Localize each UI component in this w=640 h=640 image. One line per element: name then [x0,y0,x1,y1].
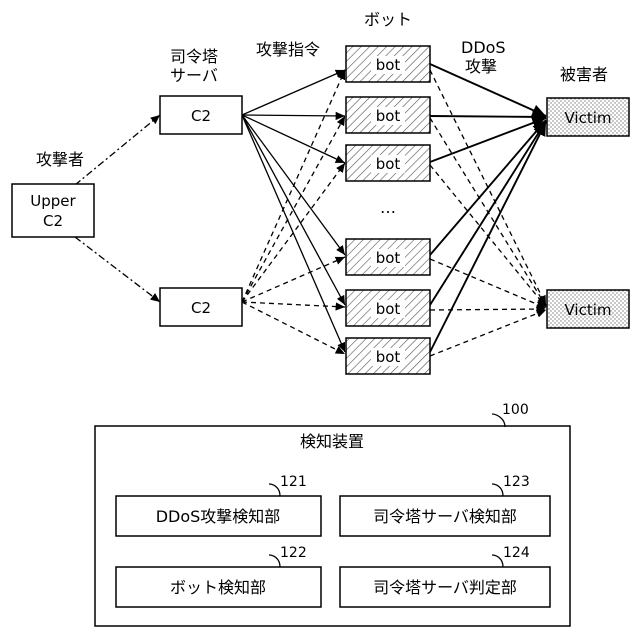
edge-upper-to-c2-bottom [75,237,160,302]
bot-label: bot [376,155,401,173]
edge-bot4-victim2 [430,259,546,308]
c2-server-heading-line2: サーバ [170,66,218,85]
bot-node: bot [346,46,430,82]
victim-heading: 被害者 [560,65,608,84]
detection-device: 検知装置 100 DDoS攻撃検知部 121 司令塔サーバ検知部 123 ボット… [95,402,570,626]
bot-label: bot [376,348,401,366]
edges [75,64,546,356]
victim-label: Victim [564,301,611,319]
c2-label: C2 [191,107,211,125]
bot-node: bot [346,338,430,374]
bot-detector-label: ボット検知部 [170,578,266,597]
ddos-attack-detector-ref: 121 [280,474,307,490]
edge-c2a-bot1 [242,70,345,115]
edge-c2b-bot4 [242,257,345,302]
c2-server-detector-label: 司令塔サーバ検知部 [373,507,517,526]
bot-label: bot [376,300,401,318]
c2-server-judgment-label: 司令塔サーバ判定部 [373,578,517,597]
victim-node-top: Victim [547,98,629,136]
c2-server-heading-line1: 司令塔 [170,47,218,66]
detection-device-title: 検知装置 [300,432,364,451]
edge-bot2-victim1 [430,116,546,117]
bot-node: bot [346,290,430,326]
bot-node: bot [346,239,430,275]
c2-label: C2 [191,299,211,317]
bot-node: bot [346,97,430,133]
ddos-heading-line1: DDoS [461,38,506,57]
edge-c2b-bot6 [242,302,345,354]
ddos-attack-detector-label: DDoS攻撃検知部 [156,507,281,526]
c2-node-top: C2 [160,96,242,134]
edge-c2a-bot3 [242,115,345,163]
c2-server-judgment-ref: 124 [503,545,530,561]
edge-c2b-bot5 [242,302,345,307]
c2-node-bottom: C2 [160,288,242,326]
edge-bot5-victim2 [430,309,546,310]
edge-upper-to-c2-top [75,115,160,185]
c2-server-detector-ref: 123 [503,474,530,490]
bots-ellipsis: … [380,198,396,217]
bot-label: bot [376,107,401,125]
bot-label: bot [376,249,401,267]
upper-c2-label-line1: Upper [30,192,76,210]
bot-label: bot [376,56,401,74]
attack-command-label: 攻撃指令 [256,40,320,59]
bot-node: bot [346,145,430,181]
victim-node-bottom: Victim [547,290,629,328]
edge-c2b-bot1 [242,70,345,302]
detection-device-ref: 100 [502,402,529,418]
victim-label: Victim [564,109,611,127]
attacker-heading: 攻撃者 [36,150,84,169]
upper-c2-node: Upper C2 [12,184,94,237]
ddos-heading-line2: 攻撃 [465,57,497,76]
bot-heading: ボット [364,10,412,29]
upper-c2-label-line2: C2 [43,212,63,230]
edge-c2a-bot2 [242,115,345,116]
bot-detector-ref: 122 [280,545,307,561]
